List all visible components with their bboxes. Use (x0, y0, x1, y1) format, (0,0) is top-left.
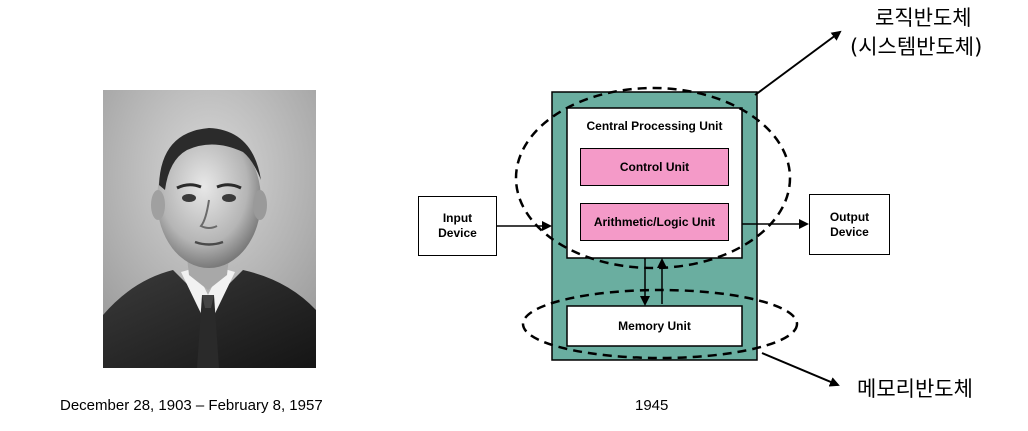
system-semiconductor-label: (시스템반도체) (850, 35, 983, 59)
diagram-year: 1945 (635, 397, 669, 414)
memory-unit-label: Memory Unit (618, 319, 691, 333)
logic-semiconductor-label: 로직반도체 (875, 6, 972, 30)
logic-ellipse (514, 86, 792, 270)
memory-box (566, 305, 743, 347)
input-device-box: Input Device (418, 196, 497, 256)
portrait-image (103, 90, 316, 368)
memory-pointer-arrow (761, 352, 840, 387)
memory-semiconductor-label: 메모리반도체 (857, 377, 973, 401)
logic-pointer-arrow (754, 30, 842, 96)
control-unit-box: Control Unit (580, 148, 729, 186)
alu-box: Arithmetic/Logic Unit (580, 203, 729, 241)
portrait-caption: December 28, 1903 – February 8, 1957 (60, 397, 323, 414)
cpu-title: Central Processing Unit (586, 119, 723, 133)
memory-ellipse (521, 288, 799, 360)
output-device-box: Output Device (809, 194, 890, 255)
portrait-photo (103, 90, 316, 368)
